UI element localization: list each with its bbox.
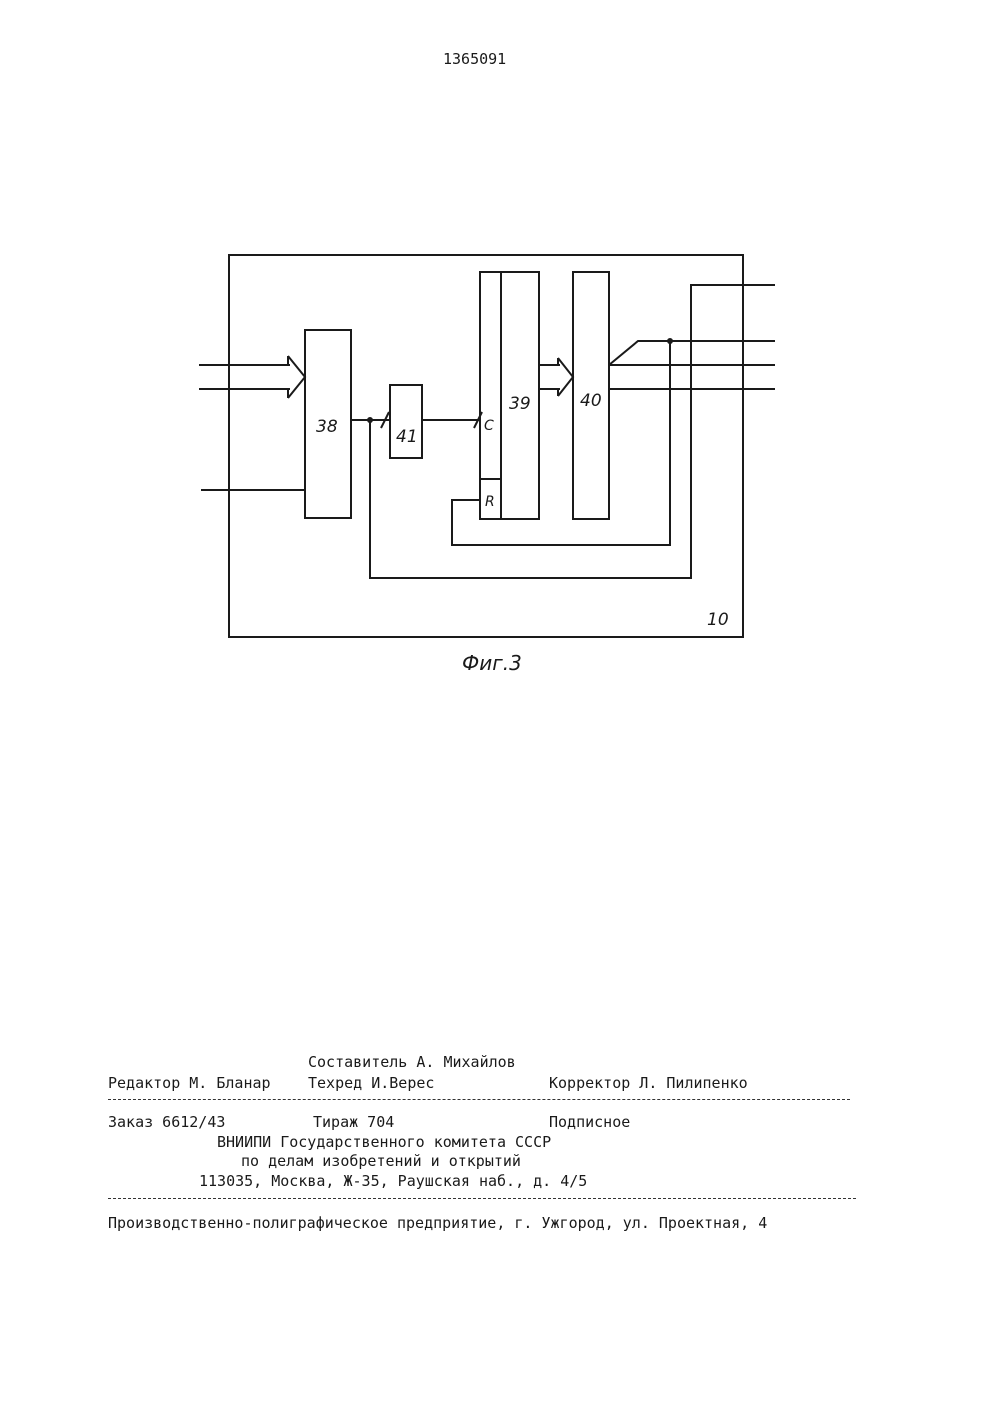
frame-label-10: 10: [707, 610, 729, 630]
block-39-strip: [480, 272, 501, 519]
input-bus-arrow: [199, 356, 305, 398]
figure-caption: Фиг.3: [462, 651, 522, 675]
label-38: 38: [316, 417, 338, 437]
imprint-editor: Редактор М. Бланар: [108, 1074, 271, 1092]
label-41: 41: [396, 427, 418, 447]
imprint-org-line2: по делам изобретений и открытий: [241, 1152, 521, 1170]
block-41: [390, 385, 422, 458]
label-40: 40: [580, 391, 602, 411]
imprint-corrector: Корректор Л. Пилипенко: [549, 1074, 748, 1092]
imprint-org-line1: ВНИИПИ Государственного комитета СССР: [217, 1133, 551, 1151]
divider-1: [108, 1099, 850, 1100]
frame-10: [229, 255, 743, 637]
bus-39-40: [539, 358, 573, 396]
imprint-printer: Производственно-полиграфическое предприя…: [108, 1214, 767, 1232]
imprint-circulation: Тираж 704: [313, 1113, 394, 1131]
block-diagram: 38 41 39 40 C R 10 Фиг.3: [0, 0, 1000, 700]
imprint-techred: Техред И.Верес: [308, 1074, 434, 1092]
imprint-address: 113035, Москва, Ж-35, Раушская наб., д. …: [199, 1172, 587, 1190]
pin-r-label: R: [485, 494, 495, 510]
imprint-subscription: Подписное: [549, 1113, 630, 1131]
divider-2: [108, 1198, 856, 1199]
label-39: 39: [509, 394, 531, 414]
imprint-order: Заказ 6612/43: [108, 1113, 225, 1131]
imprint-compiler: Составитель А. Михайлов: [308, 1053, 516, 1071]
pin-c-label: C: [484, 418, 494, 434]
